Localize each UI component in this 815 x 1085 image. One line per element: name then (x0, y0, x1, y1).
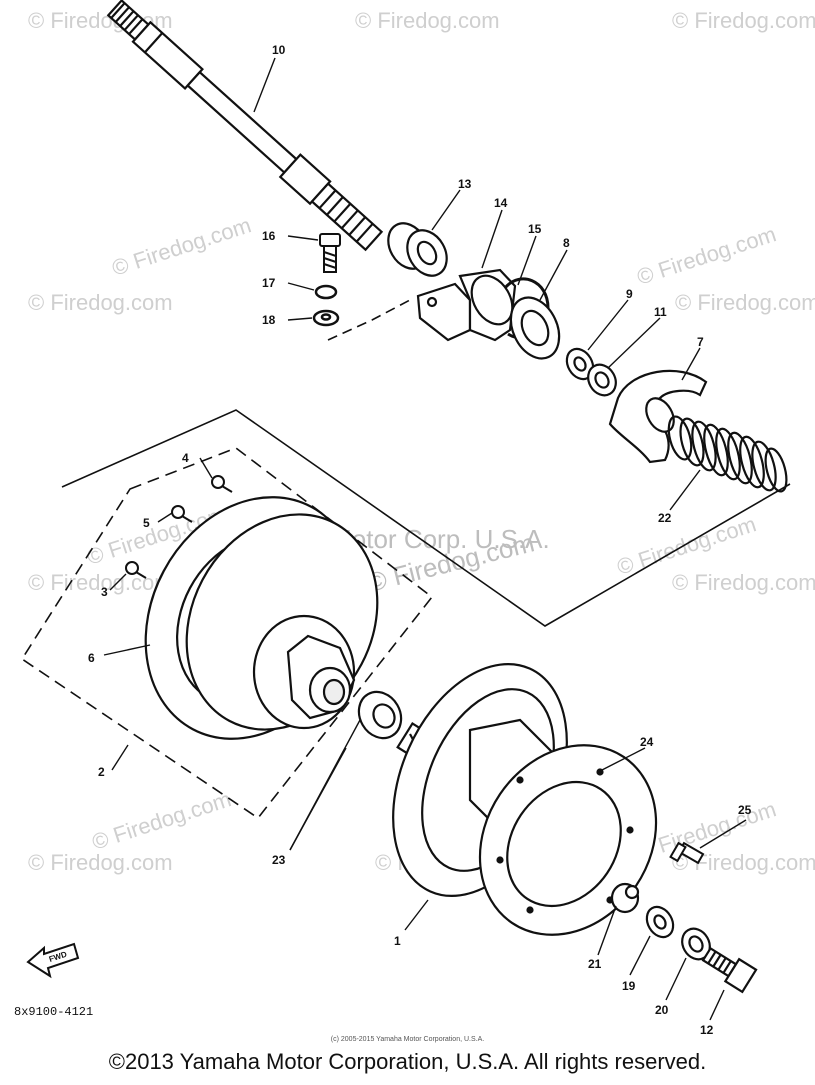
callout-23: 23 (272, 853, 286, 867)
forward-arrow-icon: FWD (26, 942, 80, 979)
part-bolt-16 (319, 233, 341, 273)
watermark: © Firedog.com (89, 786, 234, 854)
group-outline-2 (20, 447, 434, 820)
callout-18: 18 (262, 313, 276, 327)
dashed-guide (327, 299, 411, 341)
callout-5: 5 (143, 516, 150, 530)
callout-3: 3 (101, 585, 108, 599)
part-sheave-face (185, 513, 379, 731)
diagram-code: 8x9100-4121 (14, 1005, 94, 1019)
callout-6: 6 (88, 651, 95, 665)
callout-7: 7 (697, 335, 704, 349)
part-screw-5 (171, 505, 193, 523)
part-washer-19 (645, 905, 675, 939)
watermark: © Firedog.com (355, 8, 500, 33)
callout-13: 13 (458, 177, 472, 191)
callout-8: 8 (563, 236, 570, 250)
part-bolt-12 (701, 946, 758, 994)
part-screw-4 (211, 475, 233, 493)
part-screw-3 (125, 561, 147, 579)
callout-14: 14 (494, 196, 508, 210)
part-bracket (416, 268, 517, 342)
callout-19: 19 (622, 979, 636, 993)
watermark: © Firedog.com (634, 221, 779, 289)
callout-1: 1 (394, 934, 401, 948)
watermark: © Firedog.com (672, 570, 815, 595)
watermark: © Firedog.com (109, 212, 254, 280)
watermark: © Firedog.com (672, 8, 815, 33)
callout-24: 24 (640, 735, 654, 749)
watermark: © Firedog.com (28, 850, 173, 875)
watermark: © Firedog.com (675, 290, 815, 315)
part-shaft (106, 0, 384, 252)
callout-11: 11 (654, 305, 667, 319)
callout-17: 17 (262, 276, 276, 290)
callout-20: 20 (655, 1003, 669, 1017)
part-spring (667, 415, 788, 493)
callout-21: 21 (588, 957, 602, 971)
fine-print: (c) 2005-2015 Yamaha Motor Corporation, … (330, 1036, 485, 1043)
callout-9: 9 (626, 287, 633, 301)
part-bushing (357, 690, 403, 740)
part-bolt-25 (669, 841, 705, 865)
callout-15: 15 (528, 222, 542, 236)
part-washer-11 (587, 363, 617, 397)
part-bearing (387, 222, 448, 277)
part-collar (610, 882, 640, 914)
leader-lines (103, 57, 747, 1021)
assembly-outline (61, 409, 791, 627)
callout-12: 12 (700, 1023, 714, 1037)
part-washer-8 (509, 296, 561, 360)
copyright-notice: ©2013 Yamaha Motor Corporation, U.S.A. A… (108, 1049, 707, 1074)
callout-10: 10 (272, 43, 286, 57)
callout-2: 2 (98, 765, 105, 779)
watermark: © Firedog.com (28, 290, 173, 315)
part-lockwasher-17 (314, 284, 338, 300)
callout-16: 16 (262, 229, 276, 243)
part-washer-18 (312, 309, 340, 327)
callout-4: 4 (182, 451, 189, 465)
callout-25: 25 (738, 803, 752, 817)
watermark: © Firedog.com (28, 570, 173, 595)
part-cover-plate (478, 744, 658, 936)
callout-22: 22 (658, 511, 672, 525)
